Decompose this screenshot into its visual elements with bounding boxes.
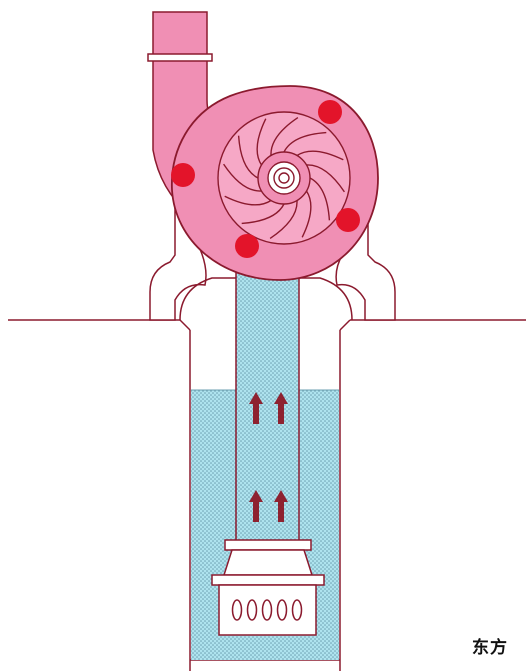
shaft-hub: [268, 162, 300, 194]
volute-marker: [235, 234, 259, 258]
strainer-slot: [263, 600, 272, 620]
watermark-text: 东方: [472, 633, 508, 658]
strainer-slot: [233, 600, 242, 620]
strainer-slot: [248, 600, 257, 620]
strainer: [219, 585, 316, 635]
pipe-flange: [148, 54, 212, 61]
foot-valve: [212, 540, 324, 585]
strainer-slot: [293, 600, 302, 620]
volute-marker: [171, 163, 195, 187]
strainer-slot: [278, 600, 287, 620]
volute-marker: [318, 100, 342, 124]
suction-pipe: [236, 272, 299, 547]
volute-marker: [336, 208, 360, 232]
